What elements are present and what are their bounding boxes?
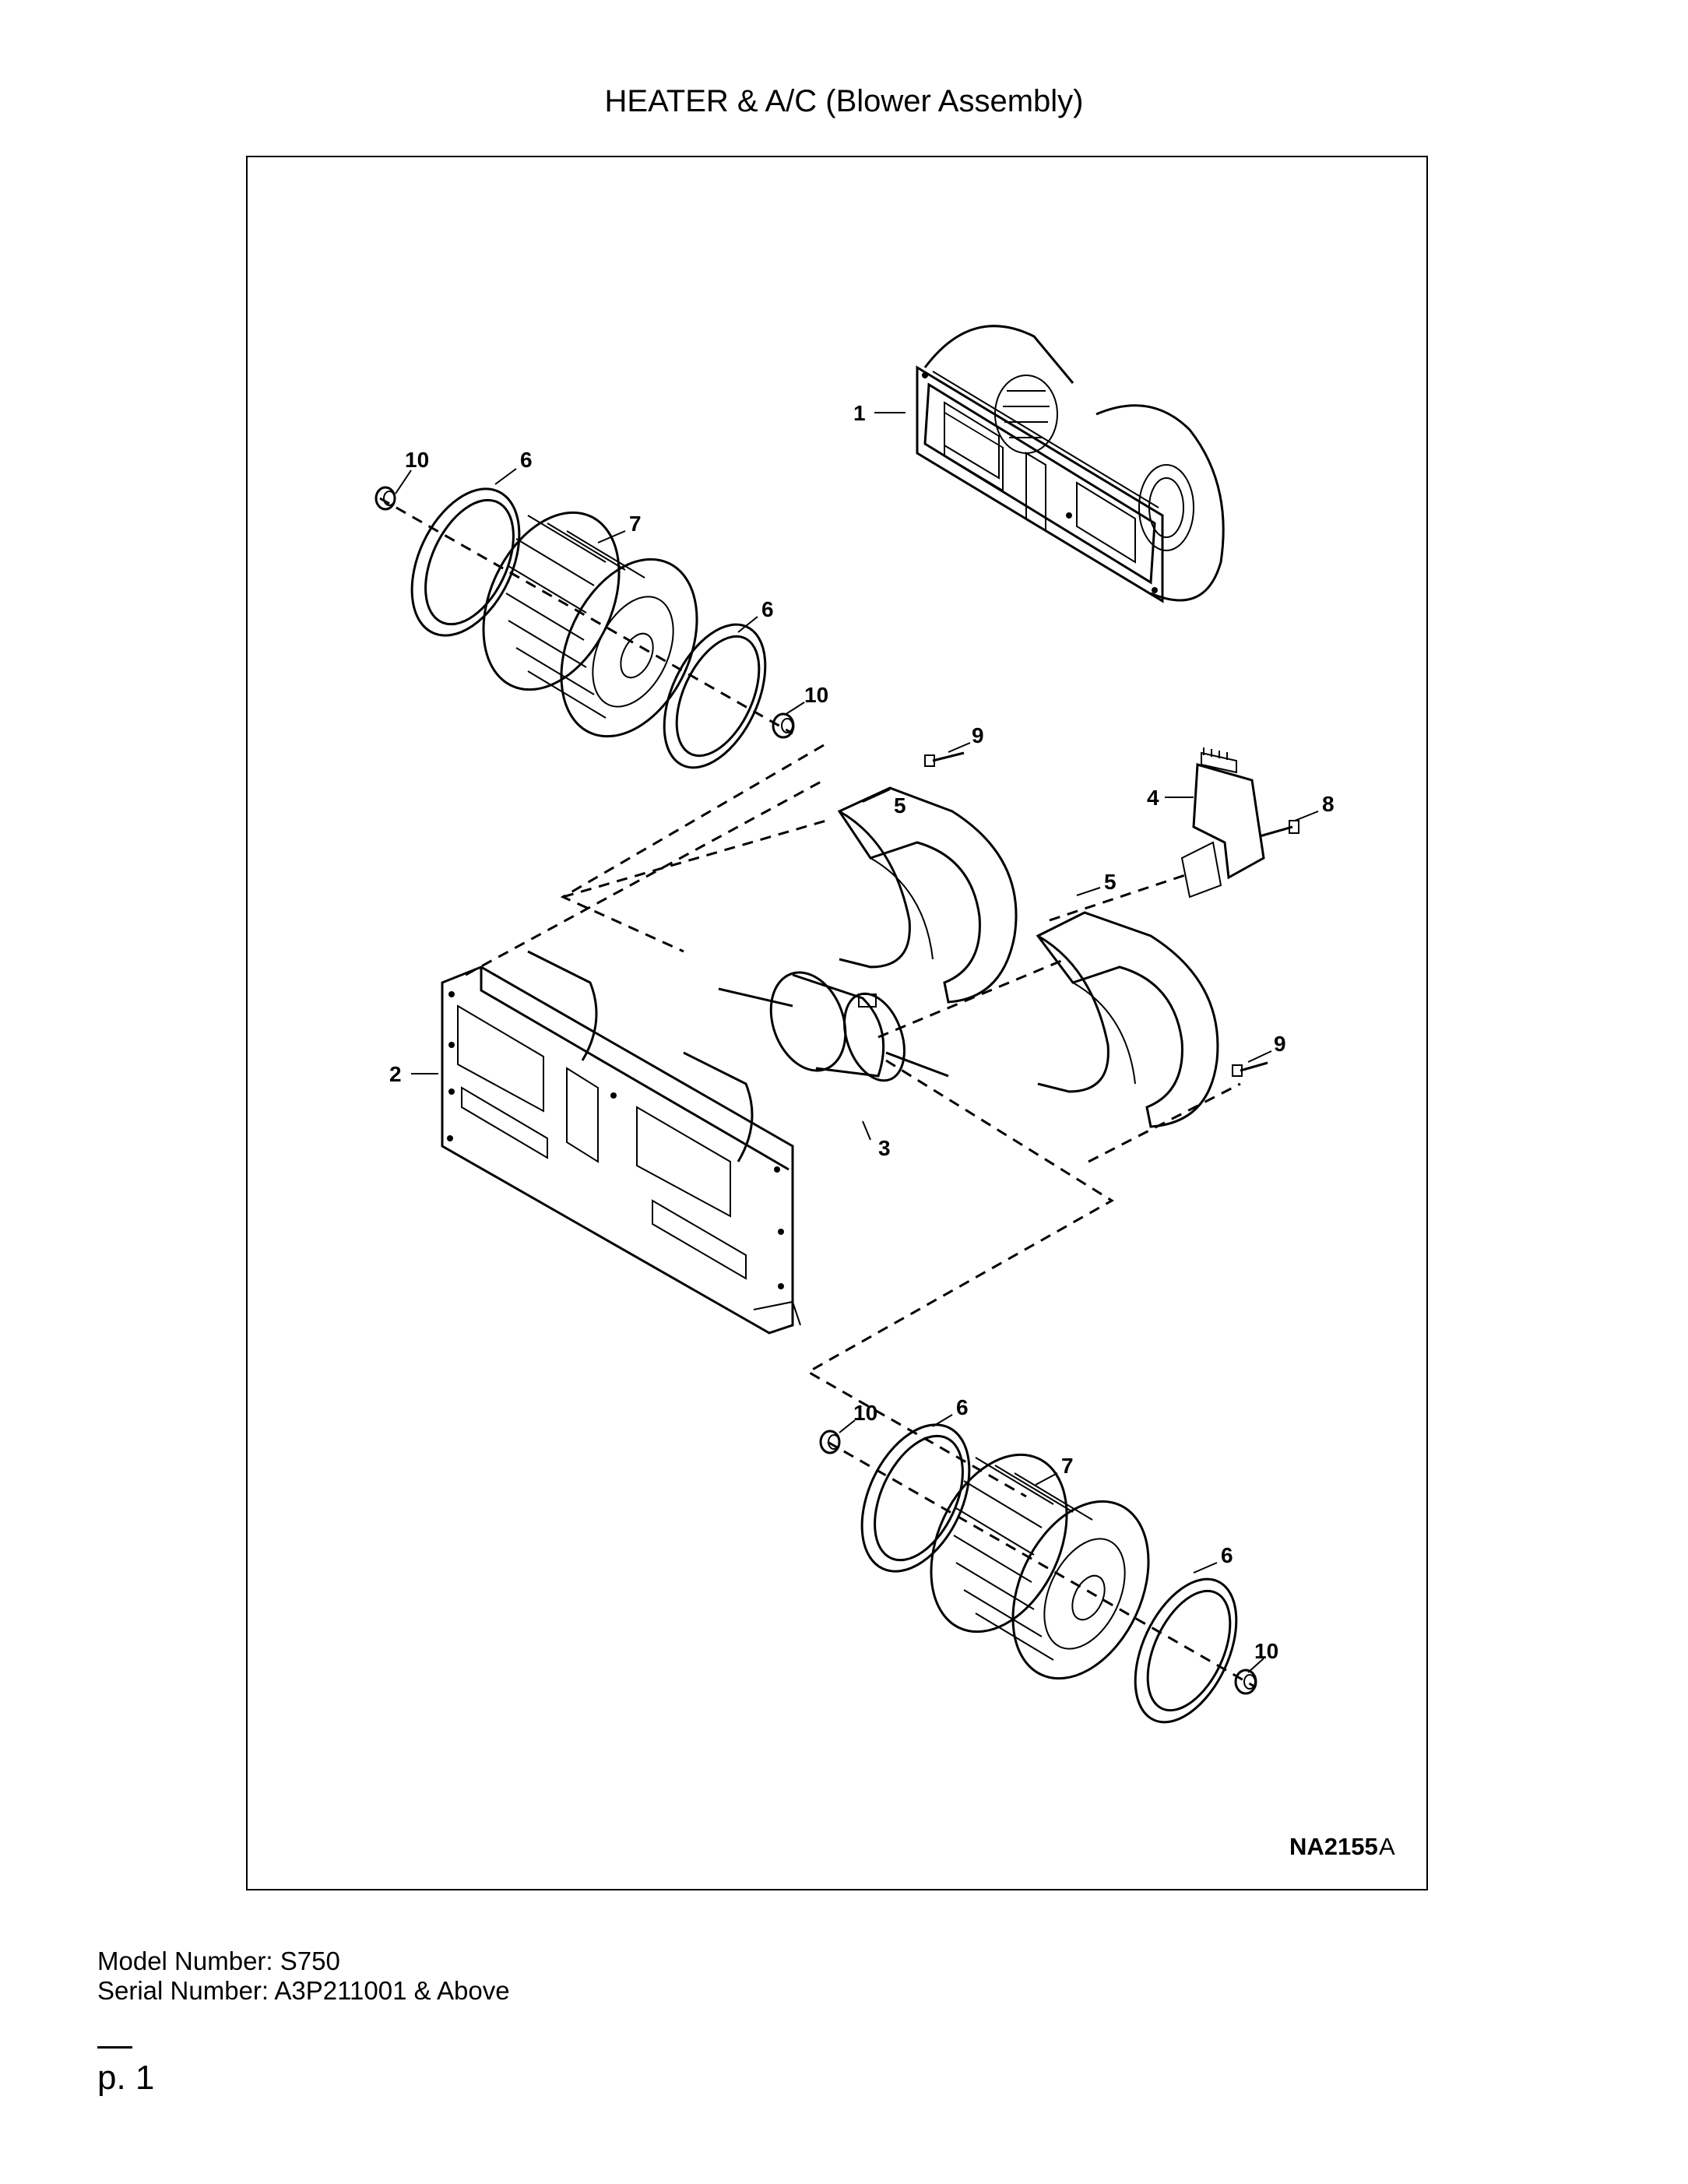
callout-5-upper: 5 bbox=[894, 793, 906, 818]
callout-2: 2 bbox=[389, 1062, 402, 1086]
part-6-ring-lower-left bbox=[860, 1423, 971, 1573]
part-6-ring-upper-right bbox=[663, 623, 767, 769]
part-1-blower-assembly bbox=[916, 325, 1225, 603]
callout-8: 8 bbox=[1322, 792, 1335, 816]
callout-1: 1 bbox=[853, 401, 866, 425]
callout-10-lower-left: 10 bbox=[853, 1401, 877, 1425]
part-3-motor bbox=[718, 971, 949, 1082]
callout-3: 3 bbox=[878, 1136, 891, 1160]
callout-6-upper-right: 6 bbox=[761, 597, 774, 621]
figure-code: NA2155 bbox=[1289, 1833, 1378, 1860]
axis-line-upper bbox=[379, 497, 793, 735]
part-10-nut-upper-left bbox=[375, 486, 396, 511]
part-10-nut-lower-right bbox=[1234, 1669, 1257, 1695]
model-number: Model Number: S750 bbox=[97, 1947, 340, 1975]
dash-guide-a bbox=[560, 744, 825, 953]
callout-10-upper-left: 10 bbox=[405, 448, 429, 472]
figure-revision: A bbox=[1379, 1833, 1395, 1860]
callout-5-lower: 5 bbox=[1104, 870, 1117, 894]
serial-number: Serial Number: A3P211001 & Above bbox=[97, 1976, 510, 2005]
leader-lines bbox=[395, 412, 1319, 1673]
page-title: HEATER & A/C (Blower Assembly) bbox=[604, 84, 1084, 118]
callout-6-lower-left: 6 bbox=[956, 1395, 969, 1419]
callout-9-lower: 9 bbox=[1274, 1032, 1286, 1056]
part-9-screw-lower bbox=[1232, 1061, 1268, 1077]
dash-guide-c bbox=[465, 779, 825, 976]
dash-guide-e bbox=[1049, 872, 1190, 922]
callout-4: 4 bbox=[1147, 786, 1159, 810]
axis-line-lower bbox=[827, 1440, 1257, 1689]
part-4-resistor bbox=[1180, 747, 1265, 899]
callout-7-lower: 7 bbox=[1061, 1454, 1074, 1478]
part-6-ring-upper-left bbox=[410, 487, 521, 637]
callout-6-lower-right: 6 bbox=[1221, 1543, 1233, 1567]
dash-guide-f bbox=[1088, 1082, 1241, 1163]
callout-6-upper-left: 6 bbox=[520, 448, 533, 472]
page-number: p. 1 bbox=[97, 2059, 155, 2097]
callout-10-upper-right: 10 bbox=[804, 683, 828, 707]
part-9-screw-upper bbox=[924, 751, 965, 767]
part-8-screw bbox=[1259, 820, 1299, 838]
callout-9-upper: 9 bbox=[972, 723, 984, 747]
part-2-housing-plate bbox=[441, 950, 801, 1335]
diagram-frame: 1 10 6 7 6 10 9 5 4 8 5 9 2 3 10 6 7 6 1… bbox=[246, 156, 1428, 1890]
part-10-nut-upper-right bbox=[772, 712, 795, 739]
page-number-rule bbox=[97, 2046, 132, 2049]
part-6-ring-lower-right bbox=[1134, 1577, 1238, 1724]
dash-guide-g bbox=[877, 958, 1066, 1039]
exploded-parts-diagram: 1 10 6 7 6 10 9 5 4 8 5 9 2 3 10 6 7 6 1… bbox=[375, 325, 1395, 1860]
callout-7-upper: 7 bbox=[629, 512, 642, 536]
part-5-housing-upper bbox=[837, 786, 1018, 1004]
callout-10-lower-right: 10 bbox=[1254, 1639, 1278, 1663]
part-7-blower-wheel-upper bbox=[482, 511, 698, 738]
dash-guide-d bbox=[805, 1059, 1114, 1498]
part-5-housing-lower bbox=[1036, 911, 1219, 1128]
part-7-blower-wheel-lower bbox=[930, 1453, 1150, 1680]
dash-guide-b bbox=[562, 818, 832, 899]
